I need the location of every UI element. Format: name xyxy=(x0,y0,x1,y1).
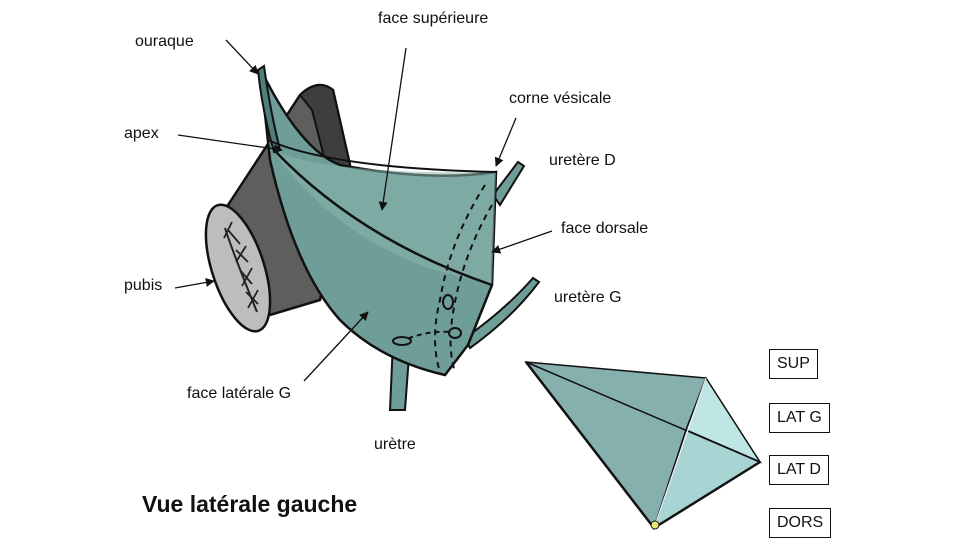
diagram-title: Vue latérale gauche xyxy=(142,491,358,517)
orientation-dors: DORS xyxy=(769,508,832,538)
orientation-lat-d: LAT D xyxy=(769,455,829,485)
orientation-sup: SUP xyxy=(769,349,818,379)
label-face-superieure: face supérieure xyxy=(378,10,489,27)
label-face-dorsale: face dorsale xyxy=(561,220,649,237)
label-uretre: urètre xyxy=(374,436,416,453)
label-pubis: pubis xyxy=(124,277,163,294)
label-uretere-g: uretère G xyxy=(554,289,622,306)
leader-lines xyxy=(174,39,553,382)
label-corne-vesicale: corne vésicale xyxy=(509,90,612,107)
orientation-lat-g: LAT G xyxy=(769,403,830,433)
label-ouraque: ouraque xyxy=(135,33,194,50)
orientation-pyramid xyxy=(524,361,762,530)
label-apex: apex xyxy=(124,125,159,142)
bladder xyxy=(256,64,541,411)
label-uretere-d: uretère D xyxy=(549,152,616,169)
label-face-laterale-g: face latérale G xyxy=(187,385,292,402)
